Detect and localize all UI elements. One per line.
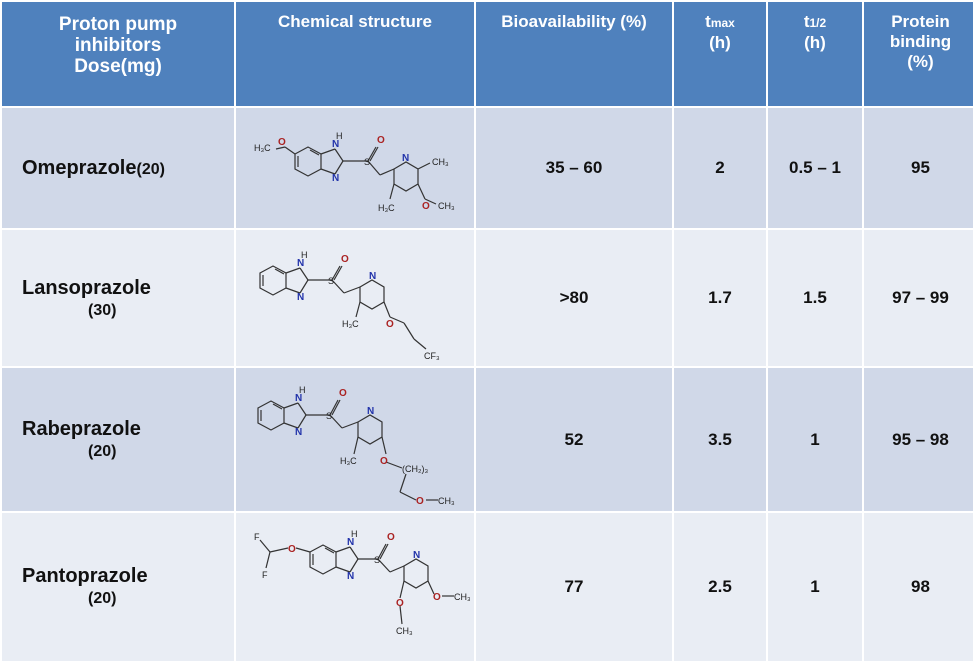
svg-text:H: H xyxy=(301,250,308,260)
protein-binding-cell: 98 xyxy=(864,512,973,661)
table-row: Lansoprazole (30) xyxy=(2,230,973,367)
thalf-cell: 1.5 xyxy=(768,230,862,367)
svg-text:CH₃: CH₃ xyxy=(454,592,470,602)
svg-text:N: N xyxy=(413,550,420,561)
svg-text:O: O xyxy=(422,201,430,212)
drug-name-cell: Pantoprazole (20) xyxy=(2,512,234,661)
svg-text:N: N xyxy=(332,139,339,150)
svg-text:N: N xyxy=(369,271,376,282)
svg-text:O: O xyxy=(288,544,296,555)
svg-text:O: O xyxy=(278,137,286,148)
protein-binding-cell: 97 – 99 xyxy=(864,230,973,367)
tmax-cell: 2 xyxy=(674,108,766,229)
svg-text:CH₃: CH₃ xyxy=(396,626,413,636)
protein-binding-cell: 95 – 98 xyxy=(864,368,973,511)
tmax-cell: 3.5 xyxy=(674,368,766,511)
svg-text:S: S xyxy=(328,276,334,286)
pantoprazole-structure: F F O N H N S O N O CH₃ O CH₃ xyxy=(254,529,470,636)
svg-text:N: N xyxy=(347,571,354,582)
header-tmax: tmax (h) xyxy=(674,2,766,106)
omeprazole-structure: H₃C O N H N S O N CH₃ O CH₃ H₃C xyxy=(254,131,455,213)
svg-text:O: O xyxy=(380,456,388,467)
tmax-cell: 1.7 xyxy=(674,230,766,367)
drug-name-cell: Rabeprazole (20) xyxy=(2,368,234,511)
svg-text:N: N xyxy=(367,406,374,417)
svg-text:H: H xyxy=(299,385,306,395)
header-bioavailability: Bioavailability (%) xyxy=(476,2,672,106)
svg-text:N: N xyxy=(297,258,304,269)
svg-text:CF₃: CF₃ xyxy=(424,351,440,361)
structure-cell: F F O N H N S O N O CH₃ O CH₃ xyxy=(236,512,474,661)
svg-text:H₃C: H₃C xyxy=(342,319,359,329)
lansoprazole-structure: N H N S O N H₃C O CF₃ xyxy=(259,250,440,361)
svg-text:H: H xyxy=(351,529,358,539)
thalf-cell: 1 xyxy=(768,512,862,661)
svg-text:(CH₂)₃: (CH₂)₃ xyxy=(402,464,428,474)
svg-text:S: S xyxy=(326,411,332,421)
header-thalf: t1/2 (h) xyxy=(768,2,862,106)
svg-text:H₃C: H₃C xyxy=(340,456,357,466)
svg-text:O: O xyxy=(396,598,404,609)
svg-text:CH₃: CH₃ xyxy=(438,201,455,211)
structure-cell: H₃C O N H N S O N CH₃ O CH₃ H₃C xyxy=(236,108,474,229)
header-structure: Chemical structure xyxy=(236,2,474,106)
svg-text:N: N xyxy=(347,537,354,548)
svg-text:H₃C: H₃C xyxy=(254,143,271,153)
structure-cell: N H N S O N H₃C O (CH₂)₃ O CH₃ xyxy=(236,368,474,511)
header-drug-name: Proton pump inhibitors Dose(mg) xyxy=(2,2,234,106)
svg-text:O: O xyxy=(339,388,347,399)
thalf-cell: 0.5 – 1 xyxy=(768,108,862,229)
thalf-cell: 1 xyxy=(768,368,862,511)
svg-text:O: O xyxy=(433,592,441,603)
svg-text:N: N xyxy=(297,292,304,303)
svg-text:N: N xyxy=(295,393,302,404)
header-row: Proton pump inhibitors Dose(mg) Chemical… xyxy=(2,2,973,106)
svg-text:O: O xyxy=(341,254,349,265)
tmax-cell: 2.5 xyxy=(674,512,766,661)
svg-text:S: S xyxy=(364,157,370,167)
svg-text:F: F xyxy=(262,570,268,580)
svg-text:N: N xyxy=(295,427,302,438)
table-row: Rabeprazole (20) xyxy=(2,368,973,511)
svg-text:O: O xyxy=(387,532,395,543)
svg-text:H: H xyxy=(336,131,343,141)
bioavailability-cell: >80 xyxy=(476,230,672,367)
svg-text:CH₃: CH₃ xyxy=(438,496,455,506)
bioavailability-cell: 52 xyxy=(476,368,672,511)
drug-name-cell: Omeprazole(20) xyxy=(2,108,234,229)
svg-text:O: O xyxy=(386,319,394,330)
svg-text:N: N xyxy=(332,173,339,184)
bioavailability-cell: 35 – 60 xyxy=(476,108,672,229)
structure-cell: N H N S O N H₃C O CF₃ xyxy=(236,230,474,367)
bioavailability-cell: 77 xyxy=(476,512,672,661)
rabeprazole-structure: N H N S O N H₃C O (CH₂)₃ O CH₃ xyxy=(257,385,455,507)
protein-binding-cell: 95 xyxy=(864,108,973,229)
svg-text:F: F xyxy=(254,532,260,542)
svg-text:N: N xyxy=(402,153,409,164)
svg-text:CH₃: CH₃ xyxy=(432,157,449,167)
svg-text:O: O xyxy=(416,496,424,507)
svg-text:S: S xyxy=(374,555,380,565)
svg-text:O: O xyxy=(377,135,385,146)
table-row: Omeprazole(20) xyxy=(2,108,973,229)
header-protein-binding: Protein binding (%) xyxy=(864,2,973,106)
drug-name-cell: Lansoprazole (30) xyxy=(2,230,234,367)
svg-text:H₃C: H₃C xyxy=(378,203,395,213)
table-row: Pantoprazole (20) xyxy=(2,512,973,661)
